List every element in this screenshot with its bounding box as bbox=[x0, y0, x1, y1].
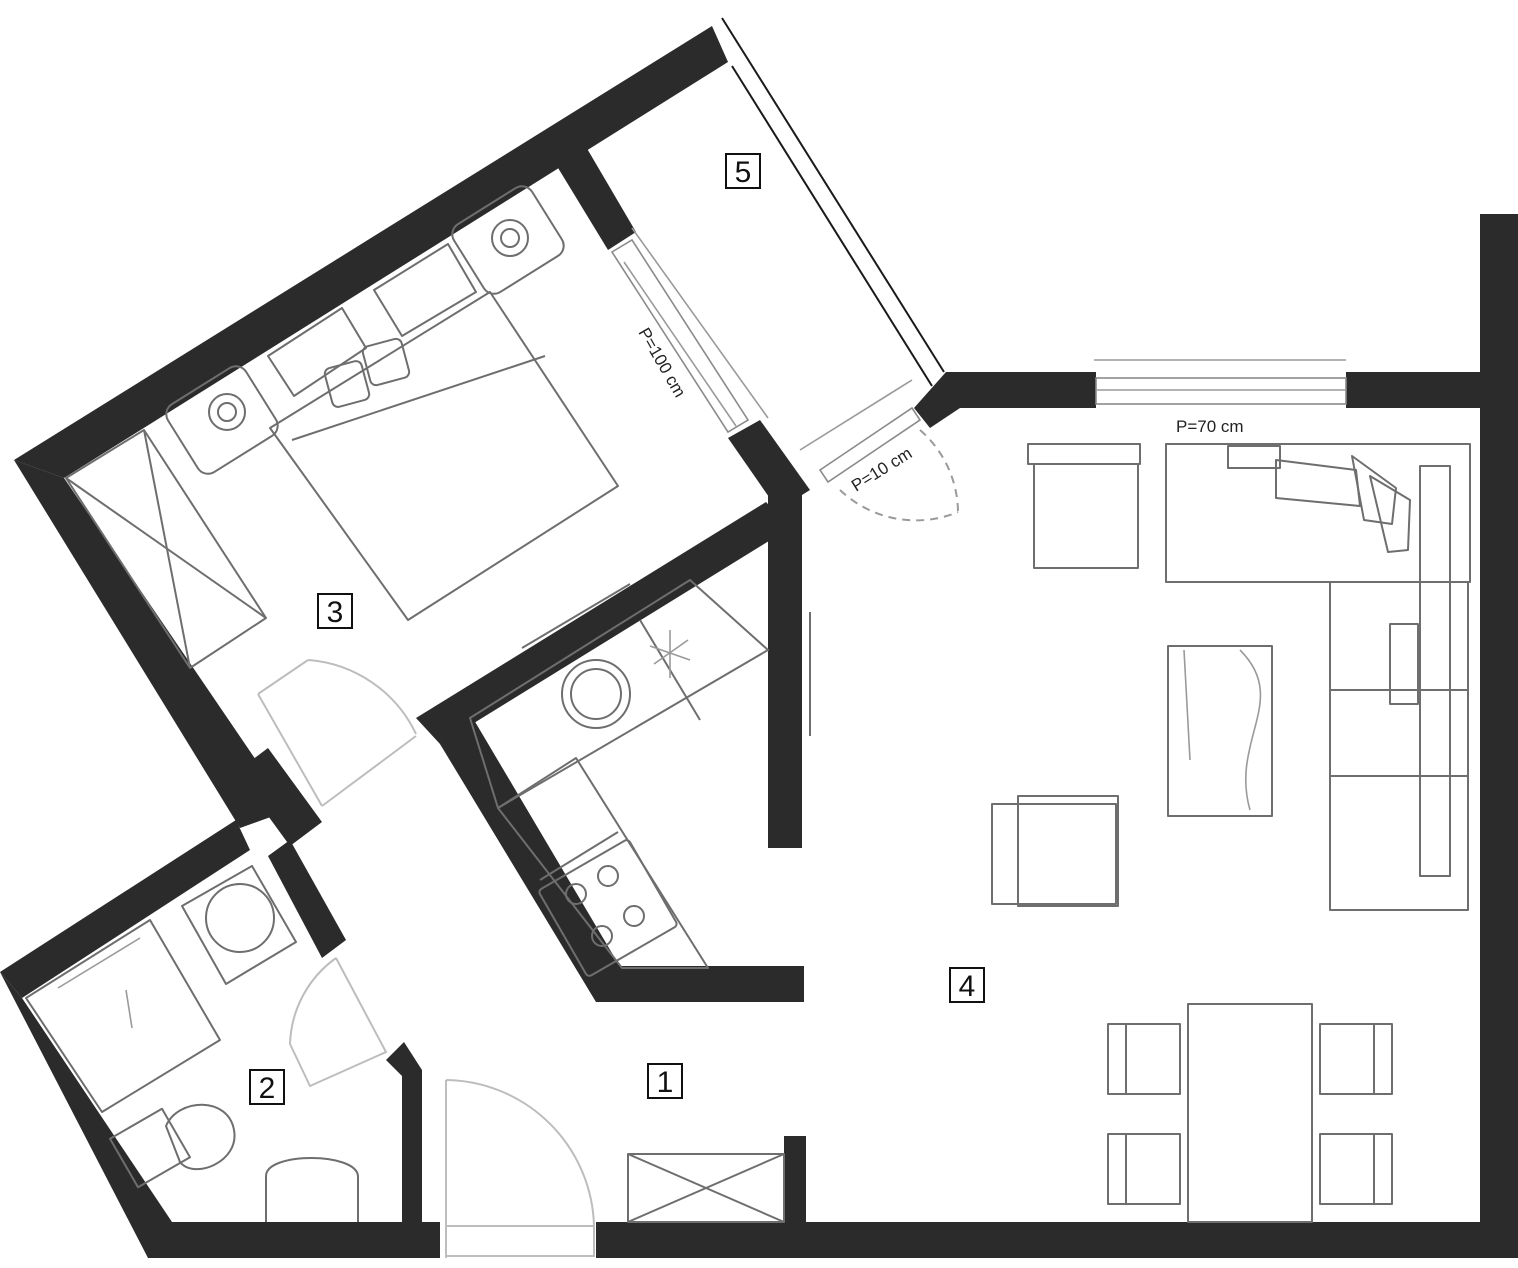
wall-east bbox=[1480, 214, 1518, 1258]
bedroom-furniture bbox=[65, 185, 631, 669]
wall-closet-stub bbox=[784, 1136, 806, 1226]
wall-living-north-right bbox=[1346, 372, 1482, 408]
annotation-window-living: P=70 cm bbox=[1176, 417, 1244, 436]
room-number: 4 bbox=[959, 970, 976, 1003]
wall-living-north-left bbox=[914, 372, 1096, 428]
wall-south-left bbox=[148, 1222, 440, 1258]
wall-bathroom-stub bbox=[386, 1042, 422, 1222]
armchair bbox=[1033, 463, 1139, 569]
wall-south-right bbox=[596, 1222, 1518, 1258]
wall-west bbox=[14, 460, 290, 828]
wall-kitchen-south bbox=[596, 966, 804, 1002]
wall-bedroom-door-pier bbox=[236, 748, 322, 846]
dining-chairs bbox=[1107, 1023, 1393, 1205]
room-number: 1 bbox=[657, 1066, 674, 1099]
dining-table bbox=[1187, 1003, 1313, 1223]
wall-kitchen-stub bbox=[440, 726, 484, 768]
coffee-table bbox=[1167, 645, 1273, 817]
window-balcony-door bbox=[818, 406, 922, 484]
armchair bbox=[991, 803, 1117, 905]
sink bbox=[561, 659, 631, 729]
stove bbox=[538, 839, 678, 977]
room-label-3: 3 bbox=[317, 593, 353, 629]
wall-bedroom-kitchen bbox=[416, 502, 790, 744]
wall-bathroom-west bbox=[0, 972, 172, 1258]
room-number: 2 bbox=[259, 1072, 276, 1105]
wall-bathroom-east bbox=[268, 840, 346, 958]
wall-kitchen-west bbox=[440, 720, 622, 1002]
wall-pier bbox=[728, 420, 810, 510]
wall-balcony-divider bbox=[552, 140, 636, 250]
room-number: 3 bbox=[327, 596, 344, 629]
bed bbox=[269, 291, 619, 621]
windows bbox=[610, 17, 1347, 484]
room-label-1: 1 bbox=[647, 1063, 683, 1099]
room-label-5: 5 bbox=[725, 153, 761, 189]
window-bedroom bbox=[610, 238, 750, 434]
wall-bedroom-north bbox=[14, 26, 728, 478]
bathroom-furniture bbox=[25, 865, 359, 1222]
window-living bbox=[1095, 377, 1347, 405]
kitchen-furniture bbox=[469, 579, 811, 977]
room-label-4: 4 bbox=[949, 967, 985, 1003]
room-number: 5 bbox=[735, 156, 752, 189]
living-furniture bbox=[991, 443, 1471, 1223]
wall-bathroom-north bbox=[0, 820, 250, 998]
room-label-2: 2 bbox=[249, 1069, 285, 1105]
walls bbox=[0, 26, 1518, 1258]
wall-kitchen-living bbox=[768, 494, 802, 848]
sofa bbox=[1165, 443, 1471, 911]
entry-closet bbox=[627, 1153, 785, 1223]
doors bbox=[257, 429, 959, 1258]
